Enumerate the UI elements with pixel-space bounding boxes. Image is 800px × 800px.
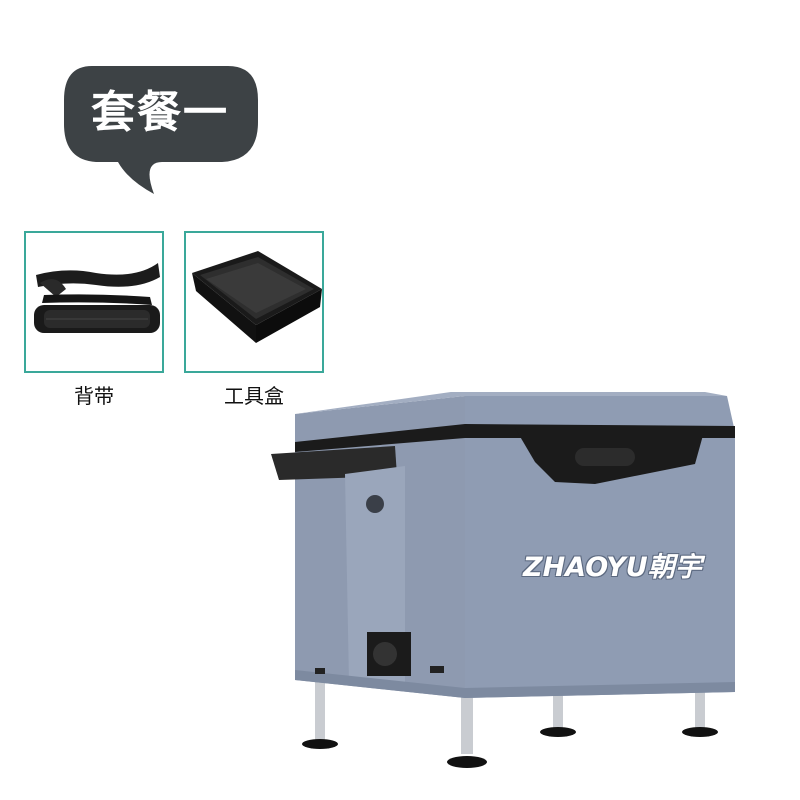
- shoulder-strap-icon: [34, 263, 160, 333]
- tool-tray-icon: [192, 251, 322, 343]
- accessory-card-tray[interactable]: [184, 231, 324, 373]
- accessory-label-tray: 工具盒: [224, 384, 284, 408]
- accessory-card-strap[interactable]: [24, 231, 164, 373]
- fishing-box-icon: [271, 392, 735, 768]
- accessory-label-strap: 背带: [74, 384, 114, 408]
- brand-logo-text: ZHAOYU朝宇: [523, 552, 702, 583]
- speech-bubble-icon: [64, 66, 258, 194]
- package-title: 套餐一: [91, 87, 229, 138]
